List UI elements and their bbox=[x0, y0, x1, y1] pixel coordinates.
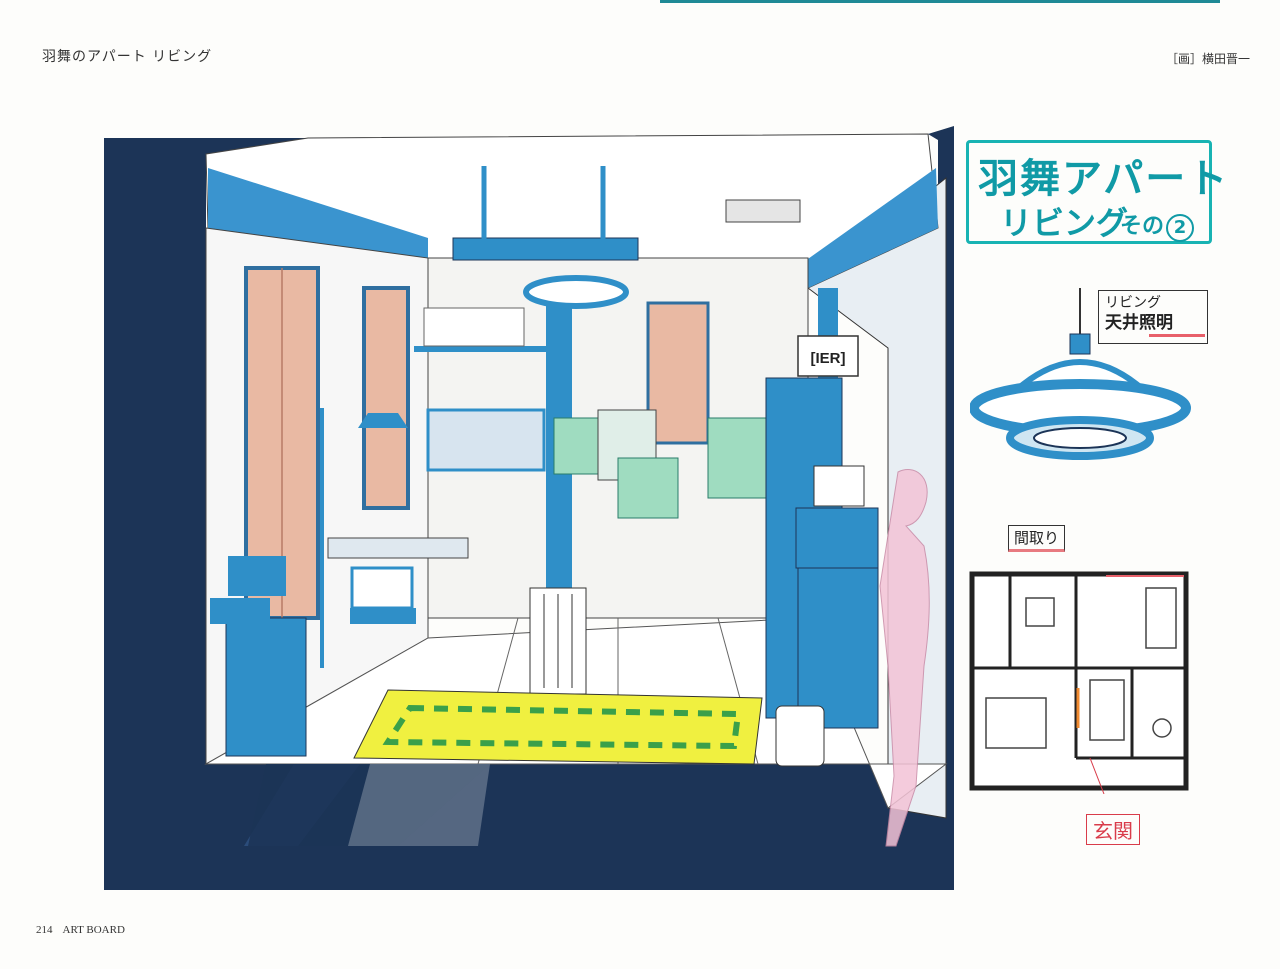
board-part-number: 2 bbox=[1166, 214, 1195, 242]
page-footer: 214 ART BOARD bbox=[36, 924, 125, 936]
board-subtitle: リビング bbox=[1000, 204, 1129, 242]
page-caption: 羽舞のアパート リビング bbox=[42, 49, 213, 65]
lamp-label-underline bbox=[1149, 334, 1205, 337]
ceiling-lamp-sketch bbox=[970, 288, 1191, 460]
top-accent-bar bbox=[660, 0, 1220, 3]
floor-plan-sketch bbox=[969, 571, 1189, 794]
floor-plan-label: 間取り bbox=[1008, 525, 1066, 552]
lamp-label-line1: リビング bbox=[1105, 295, 1161, 311]
page-number: 214 bbox=[36, 924, 53, 936]
title-box bbox=[966, 140, 1212, 244]
publication-name: ART BOARD bbox=[62, 924, 125, 936]
lamp-label: リビング 天井照明 bbox=[1098, 290, 1208, 344]
artist-credit: ［画］横田晋一 bbox=[1165, 52, 1250, 66]
entrance-label: 玄関 bbox=[1086, 814, 1140, 845]
lamp-label-line2: 天井照明 bbox=[1105, 313, 1173, 333]
board-part-suffix: その bbox=[1120, 214, 1165, 239]
fridge-sign: [IER] bbox=[811, 350, 846, 367]
board-title: 羽舞アパート bbox=[978, 156, 1230, 202]
living-room-illustration: [IER] bbox=[104, 126, 954, 890]
